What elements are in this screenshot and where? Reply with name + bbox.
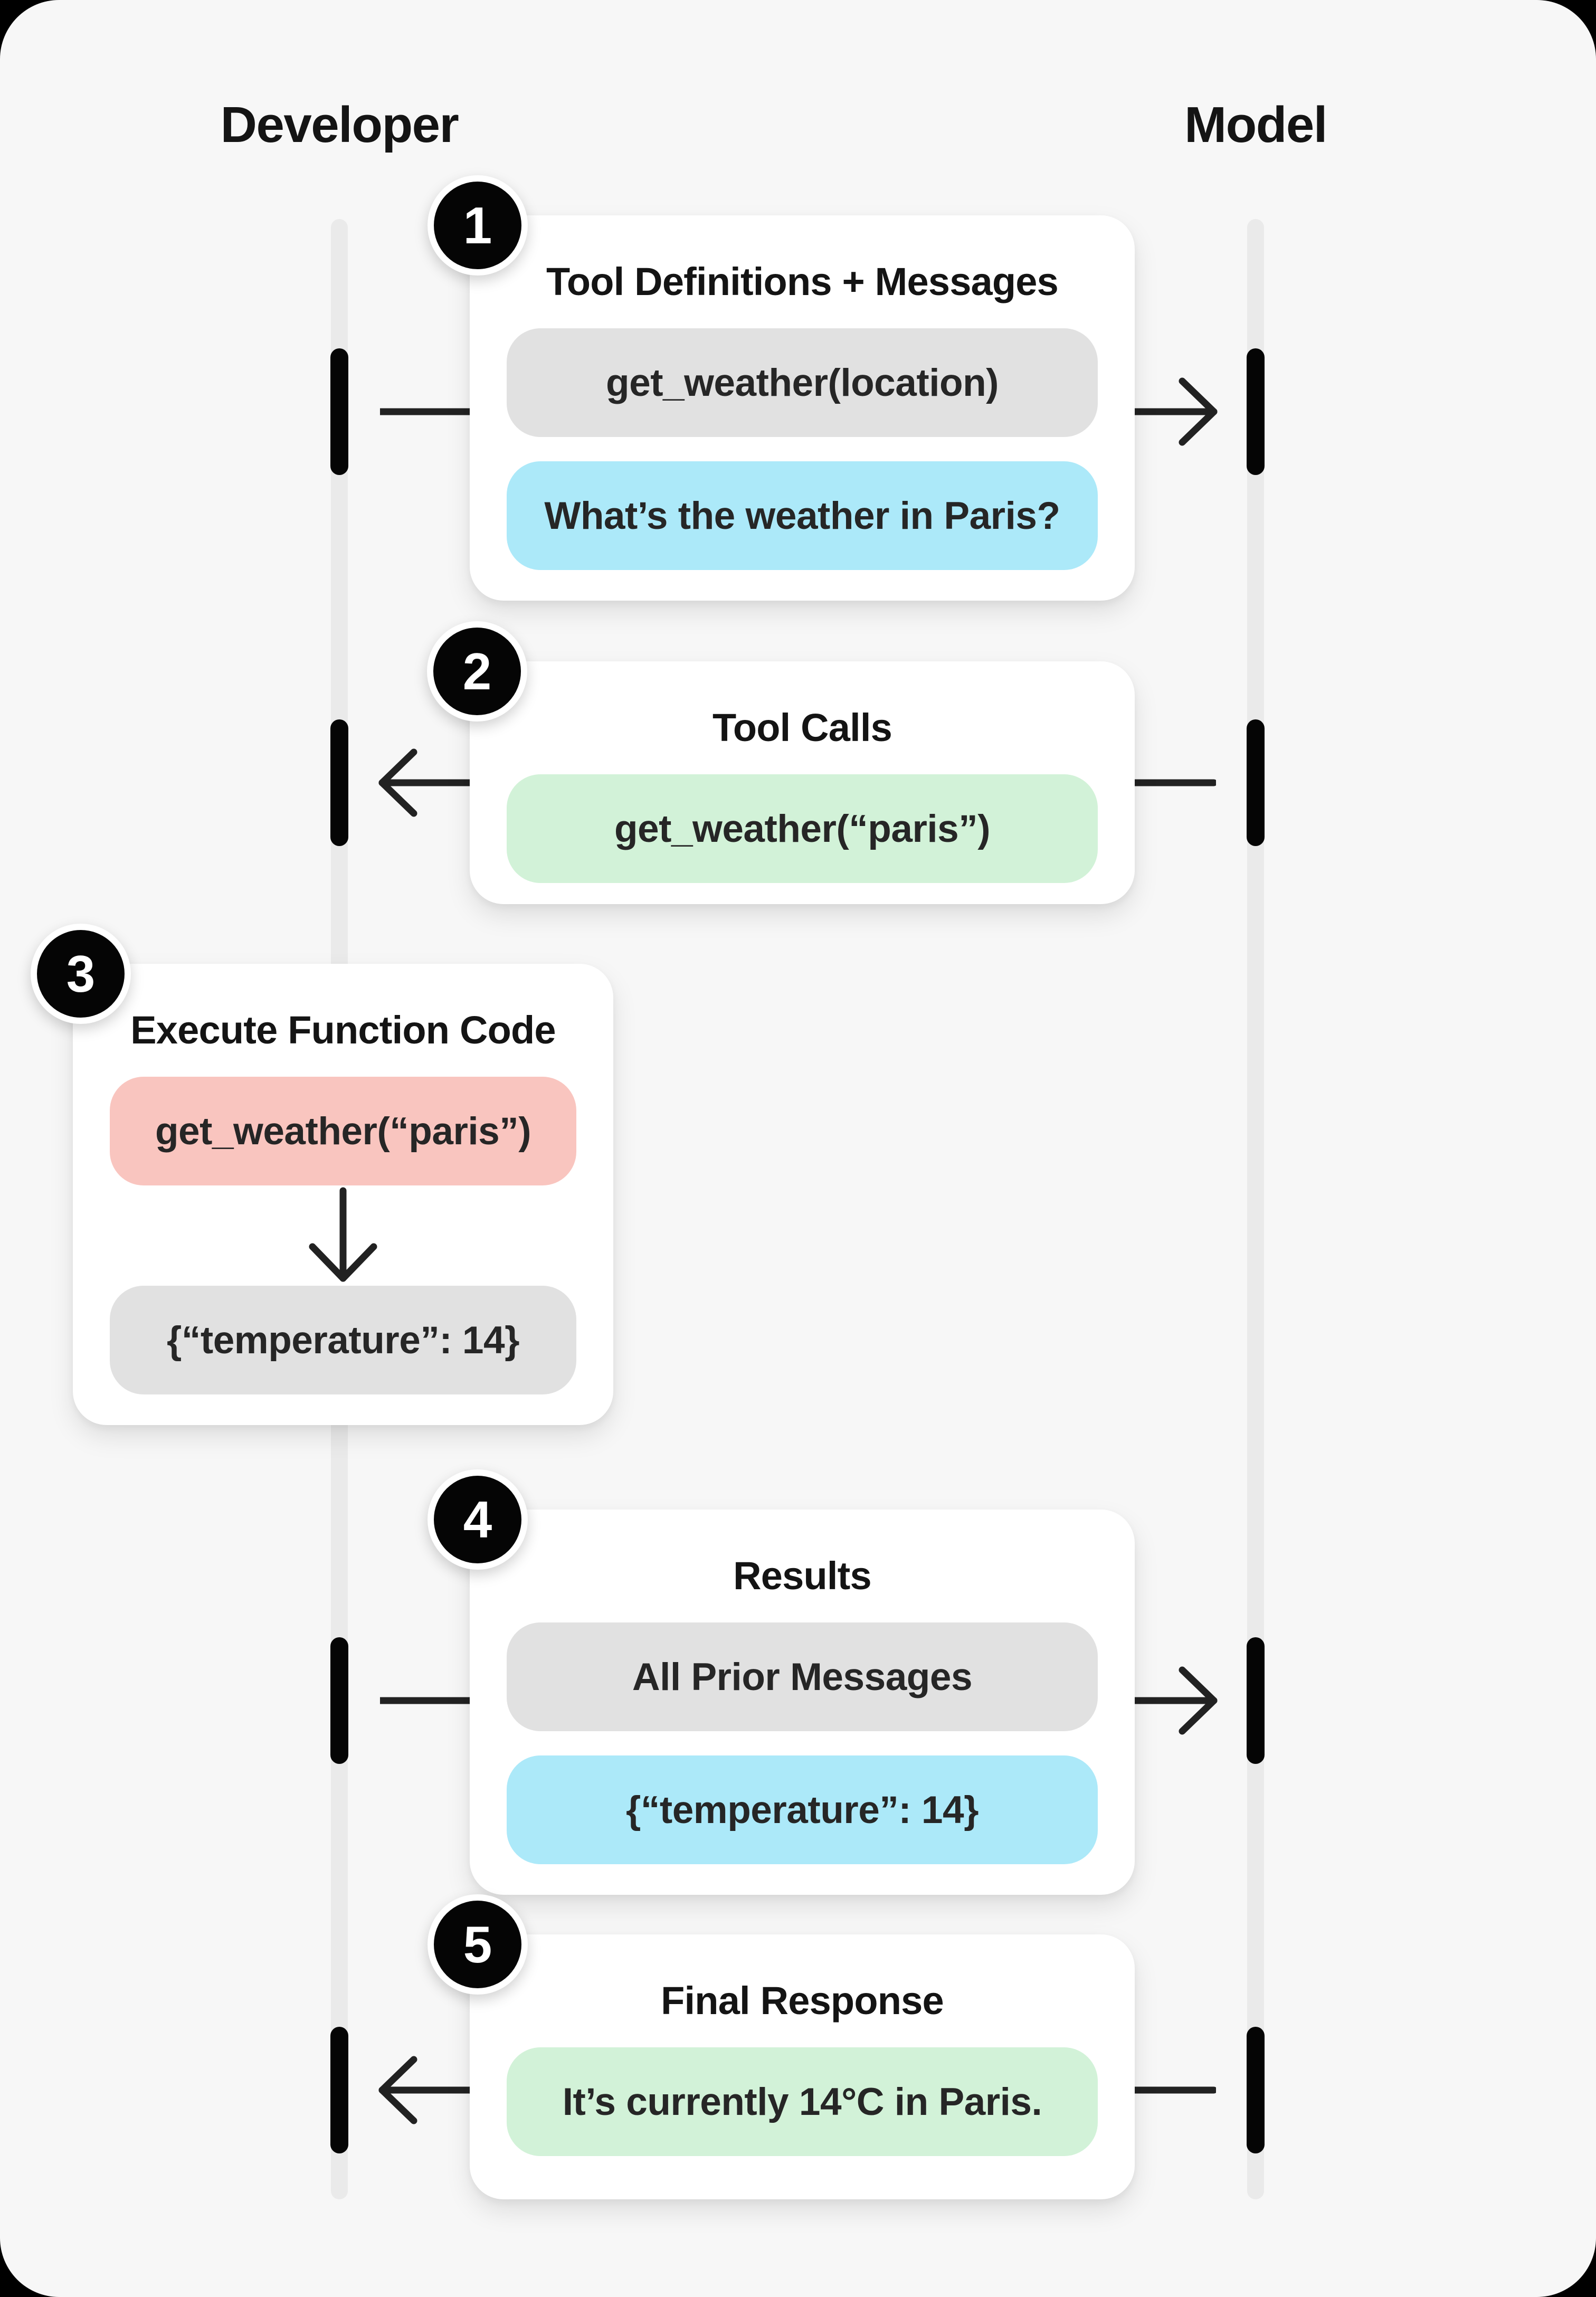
- step-badge: 3: [31, 924, 131, 1024]
- actor-label-developer: Developer: [220, 97, 459, 153]
- pill-final-response: It’s currently 14°C in Paris.: [507, 2047, 1098, 2156]
- activation-bar-model: [1247, 719, 1265, 846]
- pill-tool-call: get_weather(“paris”): [507, 774, 1098, 883]
- activation-bar-model: [1247, 2027, 1265, 2153]
- pill-tool-definition: get_weather(location): [507, 328, 1098, 437]
- arrow-down-icon: [301, 1185, 385, 1286]
- step-card-results: Results All Prior Messages {“temperature…: [470, 1510, 1135, 1895]
- step-badge: 4: [428, 1469, 528, 1570]
- step-card-tool-definitions: Tool Definitions + Messages get_weather(…: [470, 215, 1135, 601]
- pill-function-invocation: get_weather(“paris”): [110, 1077, 576, 1185]
- lifeline-model: [1247, 219, 1264, 2199]
- card-title: Tool Calls: [712, 706, 892, 749]
- activation-bar-model: [1247, 1637, 1265, 1764]
- pill-prior-messages: All Prior Messages: [507, 1622, 1098, 1731]
- card-title: Final Response: [661, 1979, 944, 2023]
- actor-label-model: Model: [1184, 97, 1327, 153]
- card-title: Tool Definitions + Messages: [546, 260, 1059, 303]
- card-title: Execute Function Code: [130, 1008, 556, 1052]
- card-title: Results: [733, 1554, 872, 1598]
- step-card-execute-function: Execute Function Code get_weather(“paris…: [73, 964, 613, 1425]
- activation-bar-developer: [330, 1637, 348, 1764]
- activation-bar-developer: [330, 2027, 348, 2153]
- activation-bar-model: [1247, 348, 1265, 475]
- step-badge: 5: [428, 1894, 528, 1995]
- activation-bar-developer: [330, 719, 348, 846]
- pill-result-message: {“temperature”: 14}: [507, 1755, 1098, 1864]
- step-badge: 1: [428, 175, 528, 276]
- step-badge: 2: [427, 621, 527, 722]
- pill-function-result: {“temperature”: 14}: [110, 1286, 576, 1394]
- activation-bar-developer: [330, 348, 348, 475]
- step-card-tool-calls: Tool Calls get_weather(“paris”): [470, 661, 1135, 904]
- pill-user-message: What’s the weather in Paris?: [507, 461, 1098, 570]
- step-card-final-response: Final Response It’s currently 14°C in Pa…: [470, 1934, 1135, 2199]
